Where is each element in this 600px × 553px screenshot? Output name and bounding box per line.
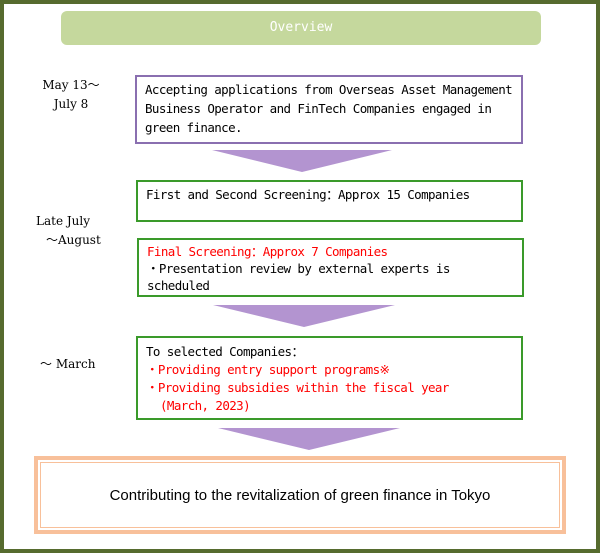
support-box: To selected Companies： ・Providing entry …: [136, 336, 523, 420]
applications-text: Accepting applications from Overseas Ass…: [145, 82, 513, 135]
support-item: ・Providing subsidies within the fiscal y…: [146, 380, 449, 395]
final-screening-title: Final Screening：Approx 7 Companies: [147, 244, 388, 259]
overview-header: Overview: [61, 11, 541, 45]
screening-2-box: Final Screening：Approx 7 Companies ・Pres…: [137, 238, 524, 297]
final-screening-note: ・Presentation review by external experts…: [147, 261, 450, 293]
support-item: (March, 2023): [160, 398, 251, 413]
stage-3-date: 〜 March: [40, 355, 95, 374]
support-intro: To selected Companies：: [146, 344, 304, 359]
down-arrow-icon: [218, 428, 400, 450]
date-line: July 8: [53, 97, 89, 111]
date-line: 〜 March: [40, 357, 96, 371]
down-arrow-icon: [213, 305, 395, 327]
result-text: Contributing to the revitalization of gr…: [40, 462, 560, 528]
stage-2-date: Late July 〜August: [36, 212, 101, 250]
down-arrow-icon: [212, 150, 392, 172]
screening-1-box: First and Second Screening：Approx 15 Com…: [136, 180, 523, 222]
stage-1-date: May 13〜 July 8: [36, 76, 106, 114]
date-line: Late July: [36, 214, 91, 228]
date-line: May 13〜: [42, 78, 100, 92]
date-line: 〜August: [46, 233, 101, 247]
result-box: Contributing to the revitalization of gr…: [34, 456, 566, 534]
applications-box: Accepting applications from Overseas Ass…: [135, 75, 523, 144]
screening-1-text: First and Second Screening：Approx 15 Com…: [146, 187, 470, 202]
support-item: ・Providing entry support programs※: [146, 362, 390, 377]
